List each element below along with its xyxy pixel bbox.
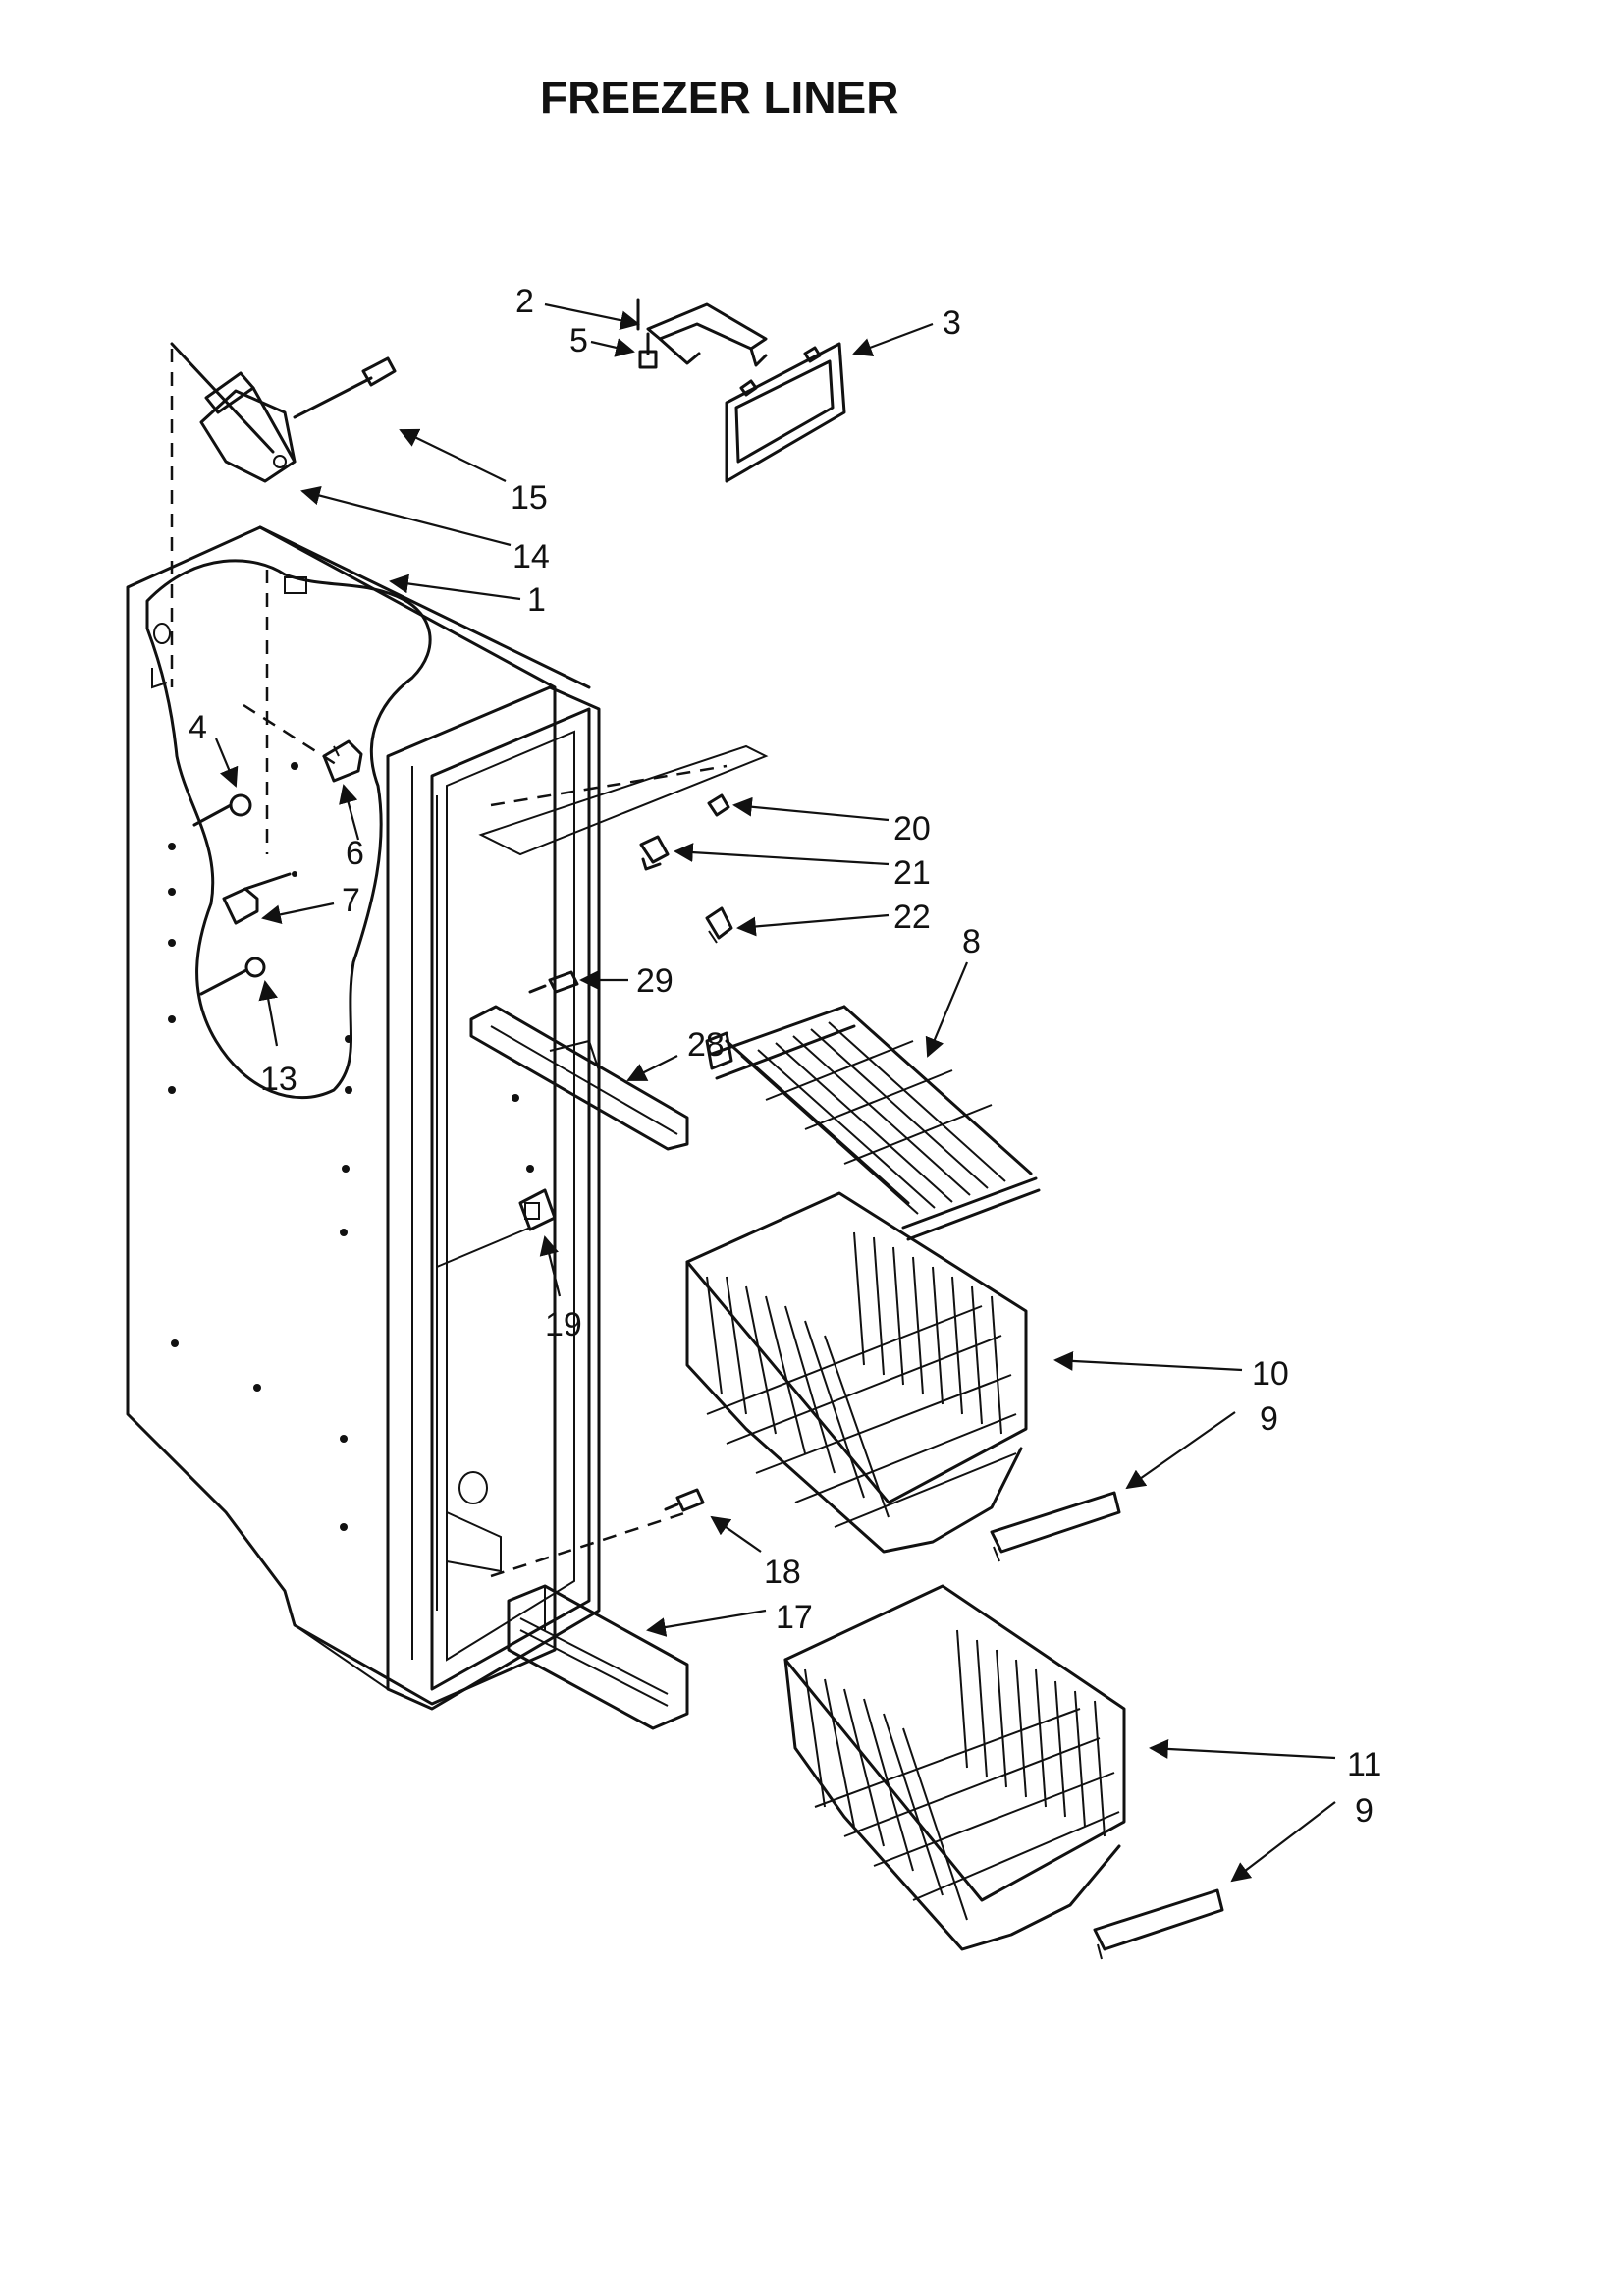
callout-22: 22 [893,899,931,936]
part-11-lower-basket [783,1584,1126,1951]
freezer-liner-body [126,349,769,1711]
callout-29: 29 [636,962,674,1000]
part-6-clip [322,739,363,783]
part-18-screw [664,1488,705,1512]
callout-18: 18 [764,1554,801,1591]
callout-17: 17 [776,1599,813,1636]
callout-3: 3 [943,304,961,342]
callout-4: 4 [189,709,207,746]
part-22-clip [705,906,733,944]
callout-labels: 2 3 5 15 14 1 4 6 7 13 20 21 22 8 29 28 … [189,283,1381,1830]
callout-1: 1 [527,581,546,619]
part-7-pin [222,871,297,925]
part-17-grille [507,1584,689,1730]
callout-20: 20 [893,810,931,847]
leader-arrows [214,302,1336,1883]
callout-9-upper: 9 [1260,1400,1278,1438]
part-5-screw [638,332,658,369]
part-3-plate [725,342,846,483]
part-14-bracket [170,342,297,483]
callout-5: 5 [569,322,588,359]
callout-9-lower: 9 [1355,1792,1374,1830]
callout-13: 13 [260,1061,297,1098]
callout-8: 8 [962,923,981,960]
part-10-upper-basket [685,1191,1028,1554]
part-8-wire-shelf [705,1005,1041,1241]
part-29-screw [528,970,579,994]
part-4-fastener [192,793,252,827]
part-19-switch [518,1188,557,1231]
callout-6: 6 [346,835,364,872]
callout-11: 11 [1347,1746,1381,1783]
part-9-upper-rail [990,1491,1121,1562]
part-9-lower-rail [1093,1888,1224,1960]
callout-21: 21 [893,854,931,892]
part-28-rail [469,1005,689,1151]
callout-28: 28 [687,1026,725,1064]
part-15-screw [293,356,397,419]
callout-7: 7 [342,882,360,919]
part-20-clip [707,793,730,817]
callout-19: 19 [545,1306,582,1343]
part-21-clip [639,835,670,871]
callout-15: 15 [511,479,548,517]
diagram-title: FREEZER LINER [540,72,898,123]
callout-2: 2 [515,283,534,320]
callout-14: 14 [512,538,550,575]
part-13-screw [199,957,266,996]
callout-10: 10 [1252,1355,1289,1393]
